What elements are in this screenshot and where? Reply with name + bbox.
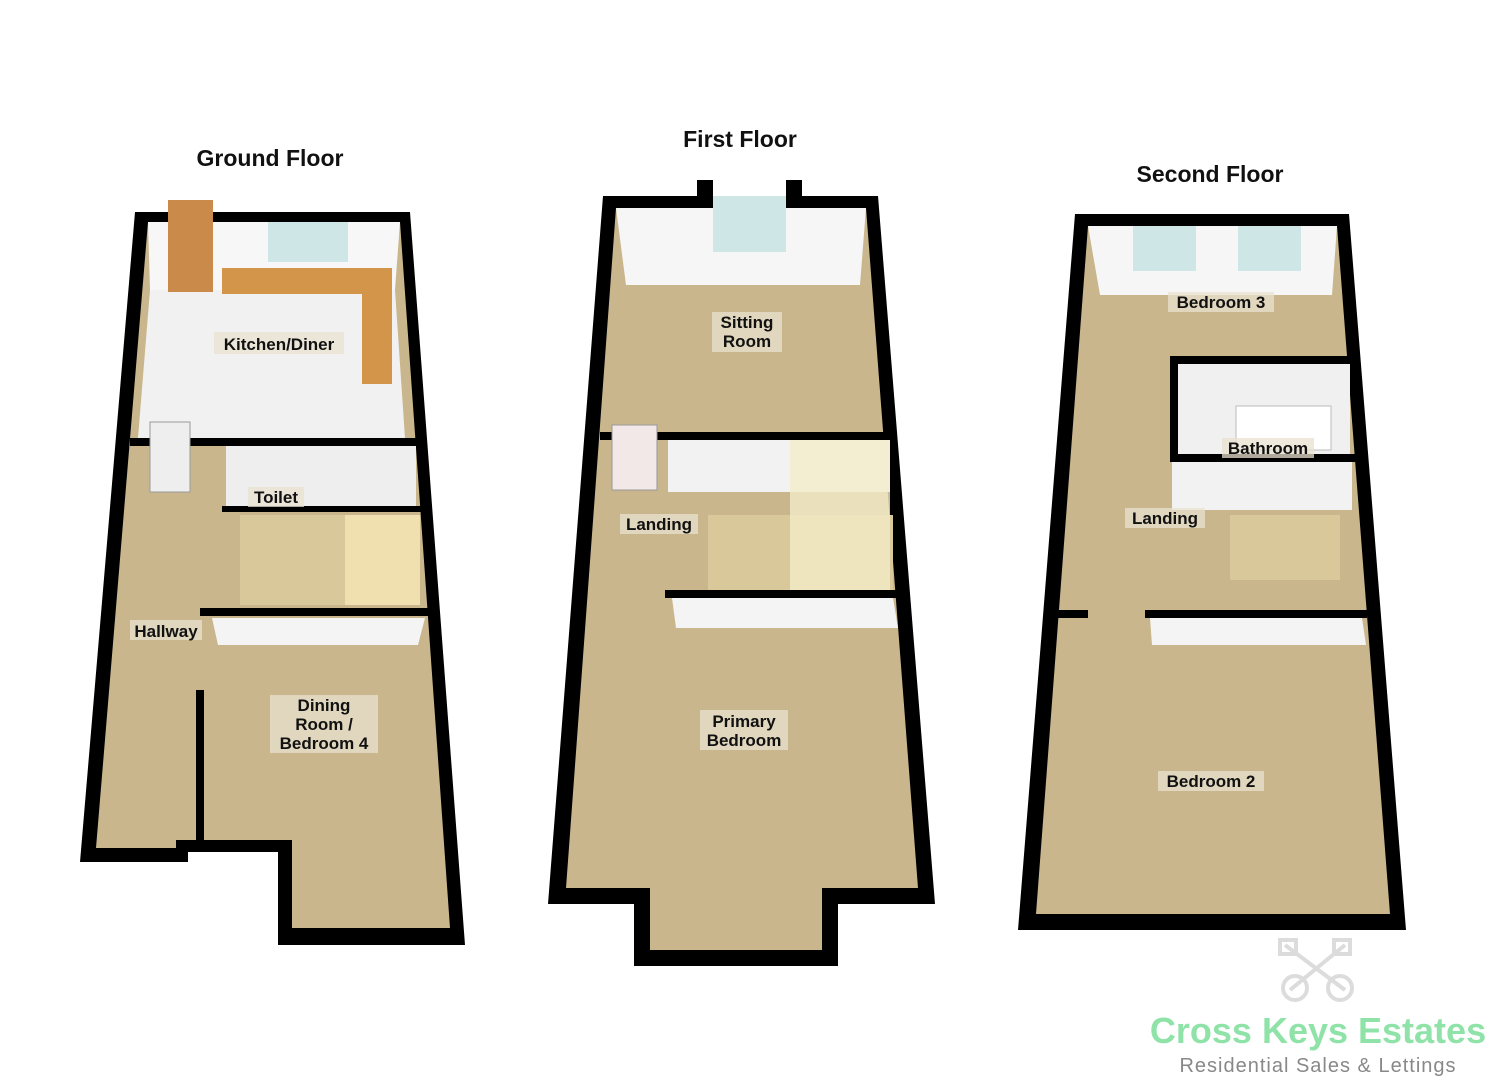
room-label: Room / <box>295 715 353 734</box>
room-label: Landing <box>626 515 692 534</box>
room-label: Landing <box>1132 509 1198 528</box>
room-label: Primary <box>712 712 776 731</box>
stairs <box>1230 515 1340 580</box>
kitchen-counter <box>222 268 392 294</box>
brand-logo: Cross Keys Estates Residential Sales & L… <box>1150 938 1485 1077</box>
room-label: Toilet <box>254 488 298 507</box>
door <box>168 200 213 292</box>
first-floor: First Floor Sitting Room Landing Primary… <box>548 126 935 966</box>
kitchen-floor <box>138 290 405 438</box>
room-label: Dining <box>298 696 351 715</box>
ground-floor: Ground Floor Kitchen/Diner Toilet Hallwa… <box>80 145 465 945</box>
room-label: Kitchen/Diner <box>224 335 335 354</box>
floor-title: Second Floor <box>1137 161 1284 187</box>
room-label: Hallway <box>134 622 198 641</box>
room-label: Bathroom <box>1228 439 1308 458</box>
floor-title: First Floor <box>683 126 797 152</box>
logo-name: Cross Keys Estates <box>1150 1010 1485 1051</box>
room-label: Bedroom 4 <box>280 734 369 753</box>
room-label: Bedroom 2 <box>1167 772 1256 791</box>
second-floor: Second Floor Bedroom 3 Bathroom Landing … <box>1018 161 1406 930</box>
floor-title: Ground Floor <box>197 145 344 171</box>
room-label: Bedroom <box>707 731 782 750</box>
room-label: Bedroom 3 <box>1177 293 1266 312</box>
room-label: Room <box>723 332 771 351</box>
room-label: Sitting <box>721 313 774 332</box>
logo-tagline: Residential Sales & Lettings <box>1179 1055 1456 1077</box>
crossed-keys-icon <box>1278 938 1354 1002</box>
